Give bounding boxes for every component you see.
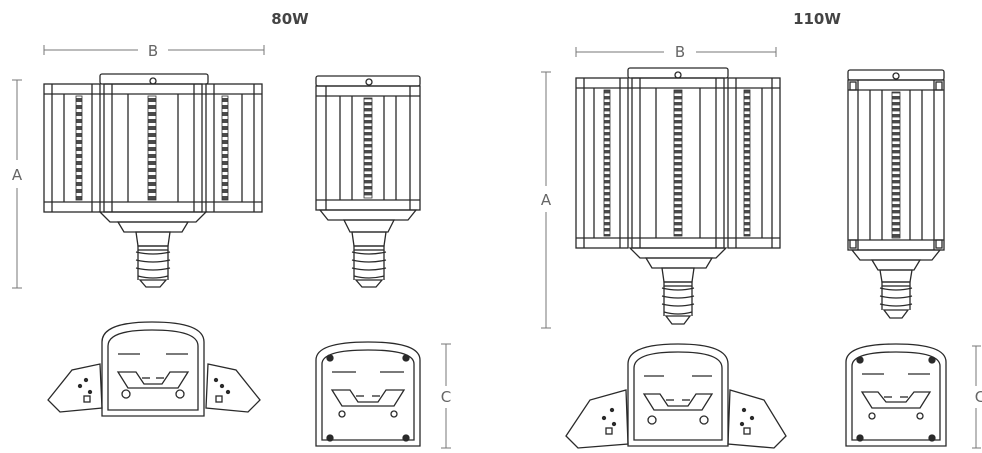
dimension-b-label-left: B <box>148 42 158 60</box>
dimension-a-right <box>541 71 551 329</box>
dimension-a-label-right: A <box>541 191 552 209</box>
lamp-80w-top-view-open <box>47 321 261 417</box>
lamp-110w-side-view <box>847 69 945 319</box>
lamp-110w-top-view-folded <box>845 343 947 447</box>
dimension-c-right <box>972 345 981 449</box>
lamp-110w-top-view-open <box>565 343 787 449</box>
lamp-80w-side-view <box>315 75 421 288</box>
dimension-a-label-left: A <box>12 166 23 184</box>
dimension-c-label-right: C <box>975 388 982 406</box>
dimension-c-label-left: C <box>441 388 451 406</box>
dimension-c-left <box>441 343 451 449</box>
dimension-b-label-right: B <box>675 43 685 61</box>
dimension-a-left <box>12 79 22 289</box>
dimension-b-left <box>43 45 265 55</box>
title-80w: 80W <box>271 10 309 28</box>
dimension-b-right <box>575 47 777 57</box>
lamp-110w-front-view <box>575 67 781 325</box>
lamp-80w-front-view <box>43 73 263 288</box>
lamp-80w-top-view-folded <box>315 341 421 447</box>
title-110w: 110W <box>793 10 841 28</box>
